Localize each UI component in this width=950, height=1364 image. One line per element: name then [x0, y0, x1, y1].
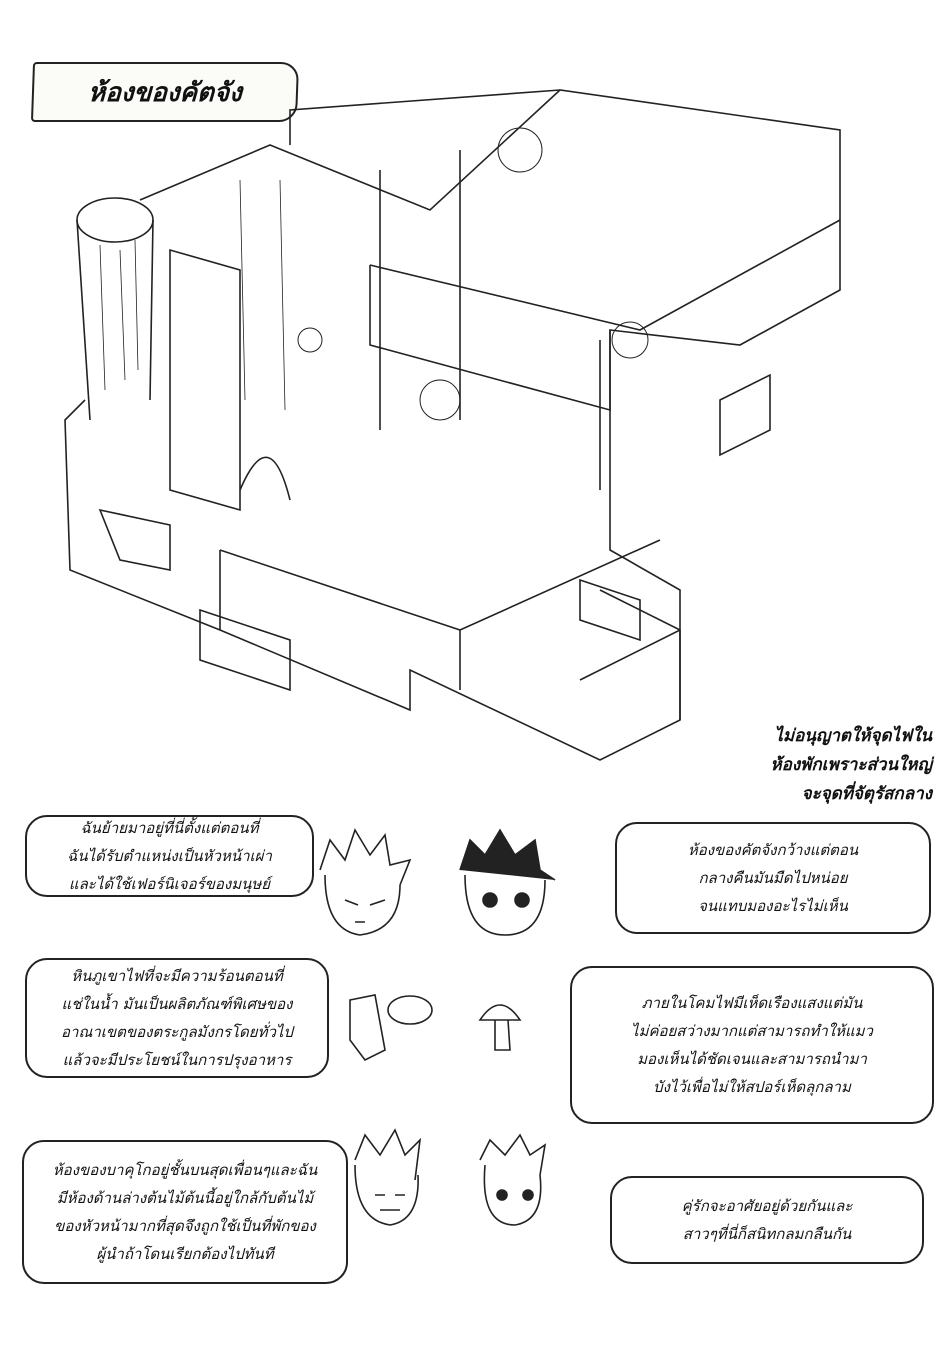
bubble-line: ไม่ค่อยสว่างมากแต่สามารถทำให้แมว: [631, 1022, 873, 1040]
bubble-line: จนแทบมองอะไรไม่เห็น: [698, 897, 848, 915]
bubble-line: ฉันย้ายมาอยู่ที่นี่ตั้งแต่ตอนที่: [80, 819, 259, 837]
bubble-line: ของหัวหน้ามากที่สุดจึงถูกใช้เป็นที่พักขอ…: [54, 1217, 316, 1235]
bubble-line: แช่ในน้ำ มันเป็นผลิตภัณฑ์พิเศษของ: [61, 995, 293, 1013]
deku-face: [459, 828, 556, 936]
note-line: ห้องพักเพราะส่วนใหญ่: [770, 755, 932, 775]
speech-bubble-room-dark: ห้องของคัตจังกว้างแต่ตอน กลางคืนมันมืดไป…: [615, 822, 931, 934]
plants: [297, 127, 649, 421]
note-line: ไม่อนุญาตให้จุดไฟใน: [774, 726, 932, 746]
speech-bubble-bakugo-moved: ฉันย้ายมาอยู่ที่นี่ตั้งแต่ตอนที่ ฉันได้ร…: [25, 815, 314, 897]
bubble-line: กลางคืนมันมืดไปหน่อย: [698, 869, 848, 887]
bubble-line: อาณาเขตของตระกูลมังกรโดยทั่วไป: [61, 1023, 293, 1041]
kirishima-face: [354, 1128, 422, 1226]
bubble-line: บังไว้เพื่อไม่ให้สปอร์เห็ดลุกลาม: [653, 1078, 851, 1096]
bubble-line: ฉันได้รับตำแหน่งเป็นหัวหน้าเผ่า: [67, 847, 272, 865]
mina-face: [479, 1133, 547, 1226]
speech-bubble-mushroom-lamp: ภายในโคมไฟมีเห็ดเรืองแสงแต่มัน ไม่ค่อยสว…: [570, 966, 934, 1124]
bubble-line: สาวๆที่นี่ก็สนิทกลมกลืนกัน: [682, 1225, 852, 1243]
room-illustration: [64, 89, 841, 761]
speech-bubble-volcanic-stone: หินภูเขาไฟที่จะมีความร้อนตอนที่ แช่ในน้ำ…: [25, 958, 329, 1078]
bubble-line: ผู้นำถ้าโดนเรียกต้องไปทันที: [96, 1245, 274, 1263]
glowing-mushroom: [478, 1004, 522, 1051]
bubble-line: มองเห็นได้ชัดเจนและสามารถนำมา: [637, 1050, 867, 1068]
bubble-line: และได้ใช้เฟอร์นิเจอร์ของมนุษย์: [68, 875, 271, 893]
volcanic-stones: [349, 994, 433, 1062]
speech-bubble-couples: คู่รักจะอาศัยอยู่ด้วยกันและ สาวๆที่นี่ก็…: [610, 1176, 924, 1264]
bubble-line: หินภูเขาไฟที่จะมีความร้อนตอนที่: [71, 967, 283, 985]
bubble-line: ห้องของบาคุโกอยู่ชั้นบนสุดเพื่อนๆและฉัน: [52, 1161, 318, 1179]
bubble-line: แล้วจะมีประโยชน์ในการปรุงอาหาร: [62, 1051, 292, 1069]
character-drawings: [319, 828, 556, 1226]
bubble-line: ภายในโคมไฟมีเห็ดเรืองแสงแต่มัน: [641, 994, 863, 1012]
tree-trunk: [76, 197, 154, 421]
speech-bubble-bakugo-top-floor: ห้องของบาคุโกอยู่ชั้นบนสุดเพื่อนๆและฉัน …: [22, 1140, 348, 1284]
bubble-line: มีห้องด้านล่างต้นไม้ต้นนี้อยู่ใกล้กับต้น…: [56, 1189, 314, 1207]
note-line: จะจุดที่จัตุรัสกลาง: [801, 784, 932, 804]
bubble-line: คู่รักจะอาศัยอยู่ด้วยกันและ: [681, 1197, 853, 1215]
house-structure: [64, 89, 841, 761]
bubble-line: ห้องของคัตจังกว้างแต่ตอน: [687, 841, 859, 859]
fire-rule-note: ไม่อนุญาตให้จุดไฟใน ห้องพักเพราะส่วนใหญ่…: [770, 722, 932, 809]
bakugo-face: [319, 828, 412, 936]
